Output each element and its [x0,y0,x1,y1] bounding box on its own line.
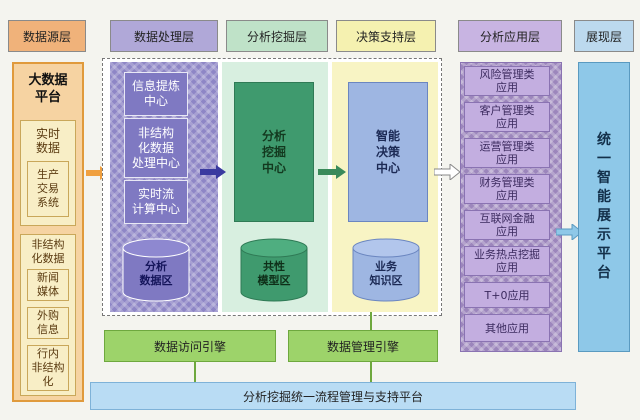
common-model-store: 共性 模型区 [240,238,308,302]
app-customer: 客户管理类 应用 [464,102,550,132]
header-display: 展现层 [574,20,634,52]
business-knowledge-store: 业务 知识区 [352,238,420,302]
common-model-store-label: 共性 模型区 [257,260,291,287]
realtime-title: 实时 数据 [35,127,60,155]
analysis-data-store-label: 分析 数据区 [139,260,173,287]
news-media: 新闻 媒体 [27,269,69,301]
header-mining: 分析挖掘层 [226,20,328,52]
center-analysis-mining: 分析 挖掘 中心 [234,82,314,222]
connector-line [194,362,196,382]
arrow-application-to-display [556,224,582,240]
unstructured-title: 非结构 化数据 [31,238,65,265]
unstructured-data-group: 非结构 化数据 新闻 媒体 外购 信息 行内 非结构 化 [20,234,76,396]
app-internet-finance: 互联网金融 应用 [464,210,550,240]
app-finance: 财务管理类 应用 [464,174,550,204]
header-application: 分析应用层 [458,20,562,52]
purchased-info: 外购 信息 [27,307,69,339]
app-other: 其他应用 [464,314,550,342]
source-title: 大数据 平台 [28,73,68,105]
data-access-engine: 数据访问引擎 [104,330,276,362]
app-business-hotspot: 业务热点挖掘 应用 [464,246,550,276]
internal-unstructured: 行内 非结构 化 [27,345,69,391]
unified-display-platform: 统 一 智 能 展 示 平 台 [578,62,630,352]
business-knowledge-store-label: 业务 知识区 [369,260,403,287]
center-realtime-stream: 实时流 计算中心 [124,180,188,224]
center-intelligent-decision: 智能 决策 中心 [348,82,428,222]
arrow-processing-to-mining [200,165,226,179]
source-panel: 大数据 平台 实时 数据 生产 交易 系统 非结构 化数据 新闻 媒体 外购 信… [12,62,84,402]
center-unstructured: 非结构 化数据 处理中心 [124,118,188,178]
cylinder-icon [352,238,420,302]
center-info-extraction: 信息提炼 中心 [124,72,188,116]
arrow-mining-to-decision [318,165,346,179]
data-management-engine: 数据管理引擎 [288,330,438,362]
cylinder-icon [122,238,190,302]
app-t0: T+0应用 [464,282,550,308]
cylinder-icon [240,238,308,302]
realtime-data-group: 实时 数据 生产 交易 系统 [20,120,76,226]
app-risk: 风险管理类 应用 [464,66,550,96]
header-processing: 数据处理层 [110,20,218,52]
header-decision: 决策支持层 [336,20,436,52]
arrow-decision-to-application [434,164,460,180]
app-operations: 运营管理类 应用 [464,138,550,168]
connector-line [370,312,372,330]
connector-line [370,362,372,382]
analysis-data-store: 分析 数据区 [122,238,190,302]
unified-process-platform: 分析挖掘统一流程管理与支持平台 [90,382,576,410]
production-system: 生产 交易 系统 [27,161,69,217]
header-source: 数据源层 [8,20,86,52]
